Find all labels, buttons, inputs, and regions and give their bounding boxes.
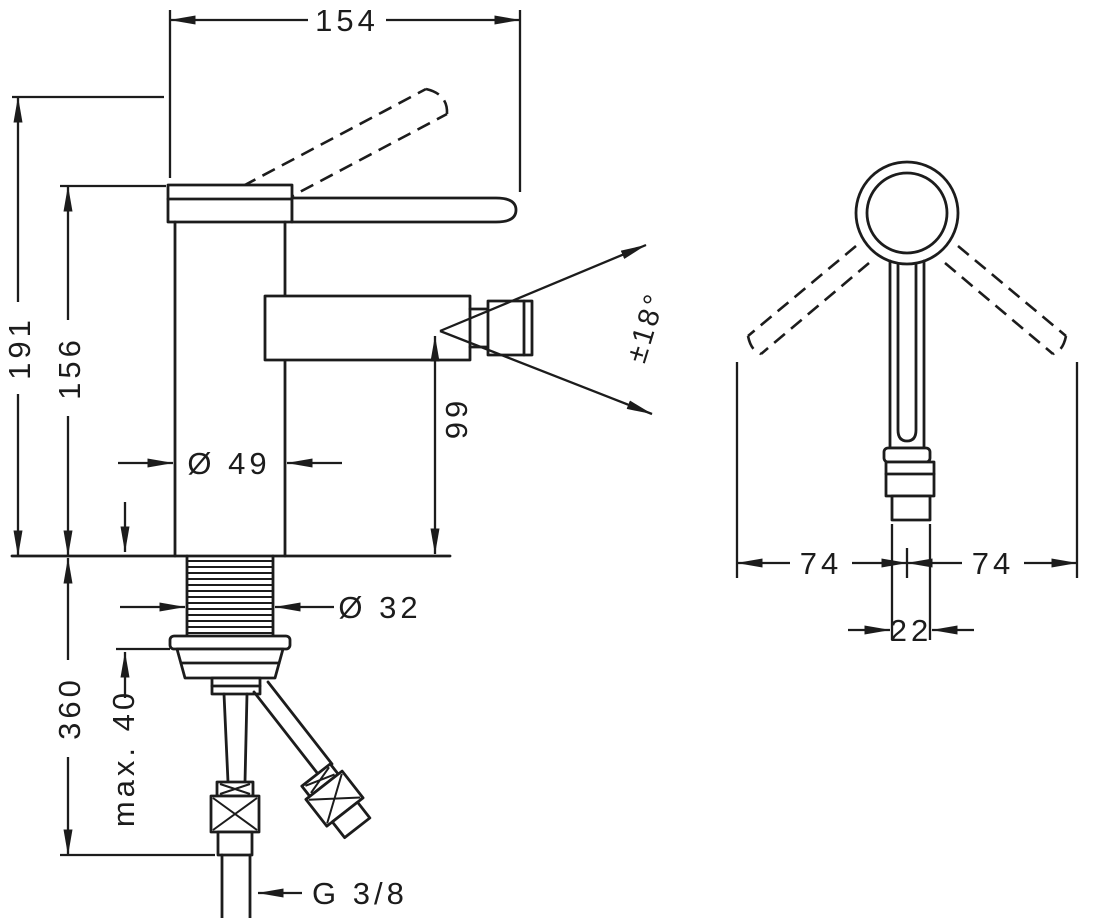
handle-lever	[290, 196, 518, 224]
side-body	[888, 259, 926, 450]
side-dimensions: 74 74 22	[735, 362, 1079, 648]
dim-label-99: 99	[439, 397, 474, 439]
dim-max-mounting: max. 40	[106, 502, 170, 827]
dim-spout-height: 99	[430, 335, 474, 555]
dim-overall-height: 191	[2, 95, 164, 557]
spout	[263, 294, 472, 362]
handle-swing-dashed-left	[746, 245, 870, 356]
dim-handle-swing: 74 74	[735, 362, 1079, 581]
handle-swing-dashed-right	[944, 245, 1068, 356]
hose-fitting	[210, 676, 262, 696]
dim-body-diameter: Ø 49	[118, 446, 342, 481]
supply-hose-left	[209, 692, 261, 918]
dim-label-74-left: 74	[800, 546, 842, 581]
side-spray-head	[882, 446, 936, 522]
side-view: 74 74 22	[735, 160, 1079, 648]
handle-base	[166, 183, 294, 224]
handle-knob-inner	[865, 171, 949, 255]
dim-label-154: 154	[315, 3, 379, 38]
dim-label-g38: G 3/8	[312, 876, 408, 911]
dim-shank-diameter: Ø 32	[120, 590, 421, 625]
handle-knob-outer	[854, 160, 960, 266]
supply-hose-right	[252, 680, 372, 840]
dim-swivel-angle: ±18°	[439, 243, 673, 416]
dim-label-angle: ±18°	[621, 288, 673, 366]
dim-label-74-right: 74	[972, 546, 1014, 581]
dim-connection-thread: G 3/8	[257, 876, 408, 911]
dim-body-height: 156	[52, 184, 166, 557]
mounting-nut	[175, 647, 285, 680]
dim-label-max40: max. 40	[106, 689, 141, 827]
front-view: 154 191 156 Ø 49	[2, 3, 672, 918]
dim-outlet-width: 22	[848, 524, 974, 648]
dim-label-dia32: Ø 32	[338, 590, 421, 625]
dim-label-156: 156	[52, 336, 87, 400]
dim-hose-length: 360	[52, 557, 215, 857]
dim-label-360: 360	[52, 676, 87, 740]
threaded-shank	[185, 554, 275, 638]
dim-label-191: 191	[2, 316, 37, 380]
dim-overall-width: 154	[168, 3, 522, 192]
faucet-body	[173, 220, 287, 558]
dim-label-dia49: Ø 49	[187, 446, 270, 481]
dim-label-22: 22	[890, 613, 932, 648]
washer	[168, 634, 292, 651]
